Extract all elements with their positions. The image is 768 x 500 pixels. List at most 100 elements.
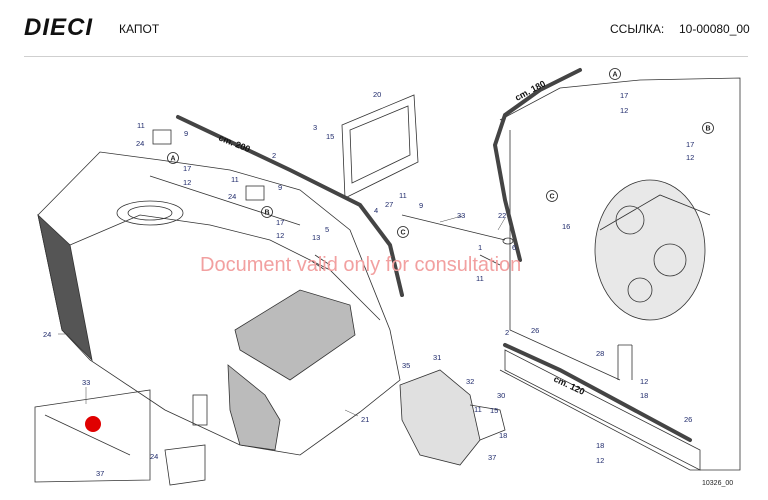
page-title: КАПОТ (119, 22, 160, 36)
part-number-11b: 11 (474, 405, 482, 414)
hood-filler-cap (116, 200, 184, 226)
part-number-12e: 12 (640, 377, 648, 386)
part-number-8a: 11 (137, 121, 145, 130)
detail-rod (44, 414, 131, 456)
hood-filler-inner (127, 205, 173, 221)
hood-crease (69, 214, 381, 321)
part-number-18c: 17 (620, 91, 628, 100)
part-number-20: 21 (361, 415, 369, 424)
part-number-25b: 24 (228, 192, 236, 201)
detail-letter-b2: B (705, 126, 710, 133)
part-number-15b: 15 (490, 406, 498, 415)
part-number-11a: 11 (399, 191, 407, 200)
leader-24 (497, 217, 506, 231)
part-number-15a: 15 (326, 132, 334, 141)
part-number-12d: 12 (686, 153, 694, 162)
part-number-24: 22 (498, 211, 506, 220)
support-rod (401, 214, 506, 241)
cm-label-200: cm. 200 (217, 133, 251, 155)
part-number-17b: 18 (596, 441, 604, 450)
part-number-5: 5 (325, 225, 329, 234)
detail-letter-a1: A (170, 156, 175, 163)
hood-grille-top (234, 289, 356, 381)
reference-label: ССЫЛКА: (610, 22, 665, 36)
part-number-8b: 11 (231, 175, 239, 184)
bracket-5 (309, 254, 331, 271)
lower-beam (504, 349, 701, 471)
detail-circle-a1 (167, 152, 179, 164)
part-number-19: 20 (373, 90, 381, 99)
part-number-28: 28 (596, 349, 604, 358)
leader-20 (344, 409, 359, 417)
reference-value: 10-00080_00 (679, 22, 750, 36)
part-number-18a: 17 (183, 164, 191, 173)
part-number-12f: 12 (596, 456, 604, 465)
leader-33b (439, 215, 463, 223)
part-number-3: 3 (313, 123, 317, 132)
detail-circle-c1 (397, 226, 409, 238)
detail-letter-c2: C (549, 194, 554, 201)
part-number-18b: 17 (276, 218, 284, 227)
part-number-13a: 13 (312, 233, 320, 242)
part-number-35: 37 (488, 453, 496, 462)
engine-block (594, 179, 706, 321)
part-number-25a: 24 (136, 139, 144, 148)
detail-circle-a2 (609, 68, 621, 80)
engine-part-3 (627, 277, 653, 303)
part-number-2a: 2 (272, 151, 276, 160)
engine-frame-inner (509, 130, 621, 381)
part-number-30: 30 (497, 391, 505, 400)
part-number-7a: 9 (184, 129, 188, 138)
detail-circle-c2 (546, 190, 558, 202)
part-number-34: 35 (402, 361, 410, 370)
part-number-33a: 33 (82, 378, 90, 387)
part-number-18d: 17 (686, 140, 694, 149)
hood-rubber-edge (37, 213, 93, 362)
hinge-b (245, 185, 265, 201)
consultation-watermark: Document valid only for consultation (200, 254, 522, 276)
hood-latch (192, 394, 208, 426)
part-number-6: 6 (512, 243, 516, 252)
part-number-7b: 9 (278, 183, 282, 192)
part-number-17c: 18 (499, 431, 507, 440)
part-number-12a: 12 (183, 178, 191, 187)
u-bolt (617, 344, 633, 380)
engine-part-1 (615, 205, 645, 235)
part-number-9: 9 (419, 201, 423, 210)
bracket-6 (479, 254, 501, 266)
bracket-plate (341, 94, 419, 199)
page-header: DIECI КАПОТ ССЫЛКА: 10-00080_00 (0, 0, 768, 56)
part-number-26a: 26 (531, 326, 539, 335)
part-number-32: 32 (466, 377, 474, 386)
dieci-logo: DIECI (24, 14, 94, 41)
engine-pipe (599, 194, 711, 231)
marker-dot (85, 416, 101, 432)
hinge-a (152, 129, 172, 145)
detail-circle-b2 (702, 122, 714, 134)
detail-letter-b1: B (264, 210, 269, 217)
hinge-rail (149, 175, 301, 226)
part-number-1: 1 (478, 243, 482, 252)
hinge-arm (469, 404, 506, 441)
part-number-4: 4 (374, 206, 378, 215)
part-number-37: 37 (96, 469, 104, 478)
detail-circle-b1 (261, 206, 273, 218)
rod-eye (502, 237, 514, 245)
detail-letter-a2: A (612, 72, 617, 79)
part-number-26b: 26 (684, 415, 692, 424)
part-number-27: 27 (385, 200, 393, 209)
engine-part-2 (653, 243, 687, 277)
part-number-22: 24 (43, 330, 51, 339)
mount-bracket (164, 444, 206, 486)
seal-strip-200 (176, 115, 404, 297)
hood-grille-side (227, 364, 281, 451)
part-number-12b: 12 (276, 231, 284, 240)
part-number-17a: 18 (640, 391, 648, 400)
seal-strip-120 (503, 343, 692, 442)
hood-outline (37, 151, 401, 456)
header-divider (24, 56, 748, 57)
seal-strip-180 (492, 68, 582, 262)
part-number-16: 16 (562, 222, 570, 231)
part-number-33b: 33 (457, 211, 465, 220)
